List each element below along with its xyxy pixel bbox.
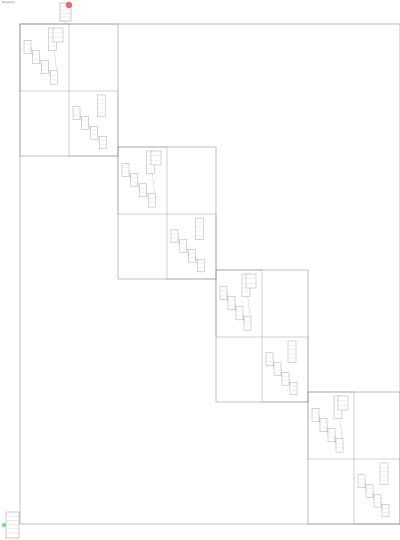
diagram-node bbox=[97, 94, 106, 117]
connector-line bbox=[334, 435, 337, 446]
connector-line bbox=[280, 368, 283, 379]
diagram-node bbox=[50, 70, 58, 85]
connector-line bbox=[177, 236, 180, 246]
outer-frame bbox=[19, 23, 400, 525]
diagram-node bbox=[319, 418, 328, 432]
connector-line bbox=[326, 425, 329, 436]
diagram-node bbox=[41, 60, 49, 75]
diagram-node bbox=[265, 352, 274, 366]
connector-line bbox=[79, 113, 82, 123]
connector-lines bbox=[30, 21, 383, 511]
connector-line bbox=[39, 57, 42, 68]
subgroup-frame bbox=[166, 213, 217, 280]
diagram-node bbox=[311, 408, 320, 422]
connector-line bbox=[364, 481, 367, 491]
diagram-node bbox=[99, 136, 107, 150]
connector-line bbox=[226, 292, 229, 304]
special-nodes bbox=[2, 1, 73, 539]
diagram-node bbox=[150, 150, 162, 166]
diagram-node bbox=[281, 372, 290, 386]
frames-layer bbox=[19, 23, 400, 525]
connector-line bbox=[195, 255, 198, 266]
nodes-layer bbox=[23, 27, 390, 518]
connector-line bbox=[128, 169, 131, 181]
diagram-node bbox=[373, 494, 382, 508]
connector-line bbox=[288, 378, 291, 389]
diagram-node bbox=[179, 239, 187, 253]
diagram-node bbox=[90, 126, 98, 140]
diagram-node bbox=[337, 395, 349, 411]
diagram-node bbox=[365, 484, 374, 498]
diagram-node bbox=[121, 163, 130, 177]
subgroup-frame bbox=[353, 458, 400, 525]
diagram-node bbox=[227, 296, 236, 310]
diagram-node bbox=[197, 259, 205, 273]
subgroup-frame bbox=[19, 23, 70, 92]
diagram-node bbox=[23, 40, 32, 54]
subgroup-frame bbox=[215, 269, 263, 338]
diagram-node bbox=[188, 249, 196, 263]
connector-line bbox=[318, 414, 321, 426]
diagram-node bbox=[379, 462, 389, 485]
diagram-node bbox=[243, 316, 252, 331]
subgroup-frame bbox=[307, 391, 355, 460]
diagram-node bbox=[219, 286, 228, 300]
connector-line bbox=[137, 180, 140, 191]
diagram-node bbox=[235, 306, 244, 321]
connector-line bbox=[30, 46, 33, 58]
diagram-node bbox=[139, 183, 147, 198]
diagram-node bbox=[170, 229, 179, 243]
connector-line bbox=[242, 313, 245, 324]
diagram-node bbox=[81, 116, 89, 130]
end-node bbox=[2, 511, 20, 539]
connector-line bbox=[88, 122, 91, 133]
connector-line bbox=[380, 500, 383, 511]
subgroup-frame bbox=[68, 90, 119, 157]
diagram-node bbox=[52, 27, 64, 43]
diagram-corner-label: Diagram bbox=[2, 0, 15, 4]
diagram-node bbox=[289, 382, 298, 396]
diagram-node bbox=[287, 340, 297, 363]
diagram-node bbox=[148, 193, 156, 208]
diagram-node bbox=[335, 438, 344, 453]
diagram-node bbox=[195, 217, 204, 240]
diagram-node bbox=[130, 173, 138, 187]
connector-line bbox=[372, 490, 375, 501]
diagram-node bbox=[245, 273, 257, 289]
diagram-node bbox=[72, 106, 81, 120]
connector-line bbox=[186, 245, 189, 256]
diagram-node bbox=[381, 504, 390, 518]
subgroup-frame bbox=[261, 336, 309, 403]
connector-line bbox=[272, 359, 275, 369]
connector-line bbox=[48, 67, 51, 78]
start-node bbox=[59, 1, 73, 22]
end-node-marker bbox=[2, 523, 6, 527]
connector-line bbox=[146, 190, 149, 201]
diagram-node bbox=[273, 362, 282, 376]
diagram-node bbox=[327, 428, 336, 443]
start-node-marker bbox=[65, 1, 73, 9]
diagram-node bbox=[357, 474, 366, 488]
connector-line bbox=[234, 303, 237, 314]
diagram-node bbox=[32, 50, 40, 64]
subgroup-frame bbox=[117, 146, 168, 215]
connector-line bbox=[97, 132, 100, 143]
